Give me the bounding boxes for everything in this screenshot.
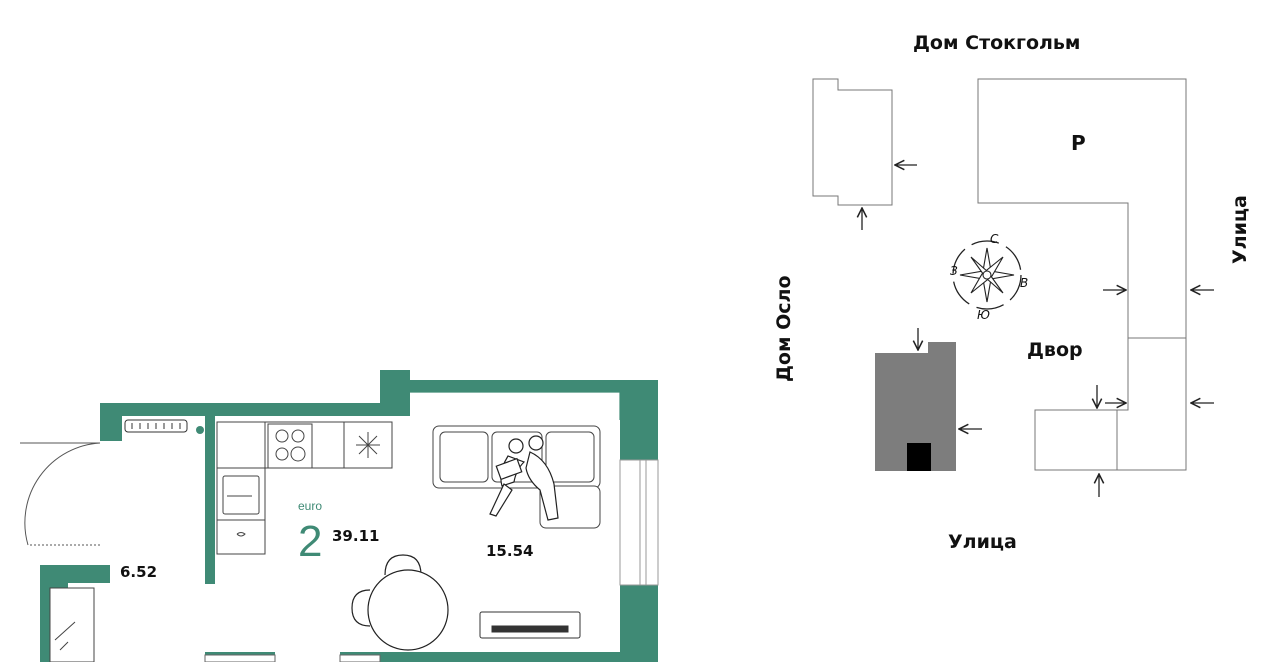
- house-north-label: Дом Стокгольм: [913, 32, 1080, 54]
- wall-right-lower: [620, 585, 658, 662]
- living-room-area: 15.54: [486, 542, 533, 560]
- wall-top-main: [380, 380, 658, 392]
- wall-bottom: [340, 652, 620, 662]
- wall-left-lower-cap: [40, 565, 110, 583]
- compass-south: Ю: [977, 308, 990, 322]
- sofa-icon: [432, 425, 601, 529]
- rooms-count: 2: [298, 517, 322, 566]
- wall-top-step: [380, 370, 410, 416]
- site-plan: Дом Стокгольм Р С: [773, 32, 1251, 553]
- stove-icon: [267, 423, 313, 469]
- compass-east: В: [1020, 276, 1028, 290]
- radiator: [124, 419, 188, 433]
- floor-plan: euro 2 39.11 15.54 6.52: [20, 370, 659, 662]
- hall-area: 6.52: [120, 563, 157, 581]
- kitchen: [216, 421, 393, 555]
- entrance-door: [20, 442, 101, 546]
- tv-stand-icon: [479, 611, 581, 639]
- riser-pipe: [196, 426, 204, 434]
- parking-label: Р: [1071, 131, 1086, 155]
- dining-table-icon: [351, 554, 449, 651]
- wall-right-upper: [620, 380, 658, 460]
- bathtub-icon: [49, 587, 95, 662]
- compass-west: З: [950, 264, 958, 278]
- street-east-label: Улица: [1229, 195, 1251, 264]
- total-area: 39.11: [332, 527, 379, 545]
- sink-icon: [222, 475, 260, 515]
- building-current-entrance: [907, 443, 931, 471]
- apartment-type-label: euro: [298, 499, 322, 513]
- wall-partition: [205, 416, 215, 584]
- compass-north: С: [990, 232, 999, 246]
- window-right: [619, 459, 659, 586]
- house-west-label: Дом Осло: [773, 275, 795, 382]
- building-oslo-outline: [812, 78, 893, 206]
- building-parking-outline: [977, 78, 1187, 471]
- wall-top-hall: [100, 403, 382, 416]
- yard-label: Двор: [1027, 339, 1083, 361]
- compass-icon: С В Ю З: [950, 232, 1028, 322]
- street-south-label: Улица: [948, 531, 1017, 553]
- walls: [40, 370, 658, 662]
- people-icon: [489, 435, 559, 521]
- building-current: [875, 342, 956, 471]
